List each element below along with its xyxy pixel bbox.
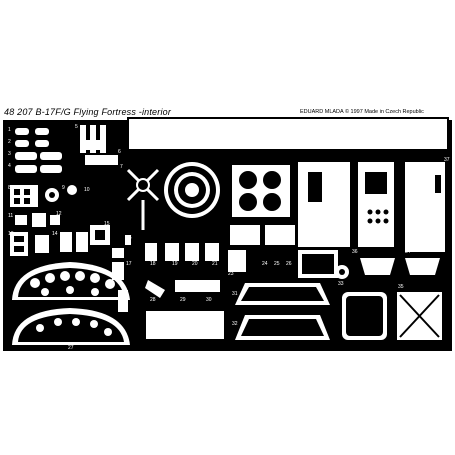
part-group-belts xyxy=(80,125,118,165)
manufacturer-line: EDUARD MLADA © 1997 Made in Czech Republ… xyxy=(300,109,424,116)
part-group-brackets xyxy=(145,225,295,272)
part-number-25: 25 xyxy=(274,261,280,267)
part-number-2: 2 xyxy=(8,139,11,145)
part-number-18: 18 xyxy=(150,261,156,267)
part-number-11: 11 xyxy=(8,213,14,219)
part-number-27: 27 xyxy=(68,345,74,351)
part-group-switches xyxy=(112,235,131,312)
part-number-32: 32 xyxy=(232,321,238,327)
part-number-26: 26 xyxy=(286,261,292,267)
manufacturer: EDUARD MLADA xyxy=(300,109,344,115)
part-number-9: 9 xyxy=(62,185,65,191)
fret-title-line: 48 207 B-17F/G Flying Fortress -interior xyxy=(4,108,171,117)
part-number-17: 17 xyxy=(126,261,132,267)
part-number-22: 22 xyxy=(232,239,238,245)
part-group-floor-plates xyxy=(235,283,330,340)
part-number-3: 3 xyxy=(8,151,11,157)
part-group-stands xyxy=(360,258,440,275)
part-number-36: 36 xyxy=(352,249,358,255)
part-number-8: 8 xyxy=(8,185,11,191)
part-number-37: 37 xyxy=(444,157,450,163)
part-number-1: 1 xyxy=(8,127,11,133)
copyright-symbol: © xyxy=(344,109,349,115)
part-number-14: 14 xyxy=(52,231,58,237)
part-group-pedals xyxy=(15,128,62,173)
catalog-number: 48 207 xyxy=(4,107,33,117)
part-number-34: 34 xyxy=(405,249,411,255)
part-number-33: 33 xyxy=(338,281,344,287)
part-number-24: 24 xyxy=(262,261,268,267)
part-number-13: 13 xyxy=(8,231,14,237)
year: 1997 xyxy=(350,109,363,115)
part-number-31: 31 xyxy=(232,291,238,297)
part-group-doors xyxy=(298,162,445,252)
part-group-instruments xyxy=(10,185,110,256)
part-number-7: 7 xyxy=(120,164,123,170)
part-group-control-yoke xyxy=(126,168,160,230)
part-grid-plate xyxy=(298,250,338,278)
part-number-5: 5 xyxy=(75,124,78,130)
part-number-16: 16 xyxy=(126,235,132,241)
part-19-gunsight-ring xyxy=(164,162,220,218)
part-number-12: 12 xyxy=(56,211,62,217)
part-number-28: 28 xyxy=(150,297,156,303)
part-number-15: 15 xyxy=(104,221,110,227)
blank-plate-top xyxy=(127,117,449,151)
part-quad-gauge xyxy=(232,165,290,217)
part-group-lower-middle xyxy=(144,280,226,341)
part-number-10: 10 xyxy=(84,187,90,193)
instrument-panel-upper xyxy=(12,262,130,300)
part-number-30: 30 xyxy=(206,297,212,303)
part-number-35: 35 xyxy=(398,284,404,290)
origin: Made in Czech Republic xyxy=(364,109,424,115)
part-number-23: 23 xyxy=(228,271,234,277)
part-number-20: 20 xyxy=(192,261,198,267)
part-number-6: 6 xyxy=(118,149,121,155)
part-group-grilles xyxy=(342,292,442,340)
fret-title: B-17F/G Flying Fortress -interior xyxy=(35,107,172,117)
part-number-29: 29 xyxy=(180,297,186,303)
part-number-21: 21 xyxy=(212,261,218,267)
part-round-disc xyxy=(335,265,349,279)
part-number-19: 19 xyxy=(172,261,178,267)
instrument-panel-lower xyxy=(12,308,130,345)
part-number-4: 4 xyxy=(8,163,11,169)
